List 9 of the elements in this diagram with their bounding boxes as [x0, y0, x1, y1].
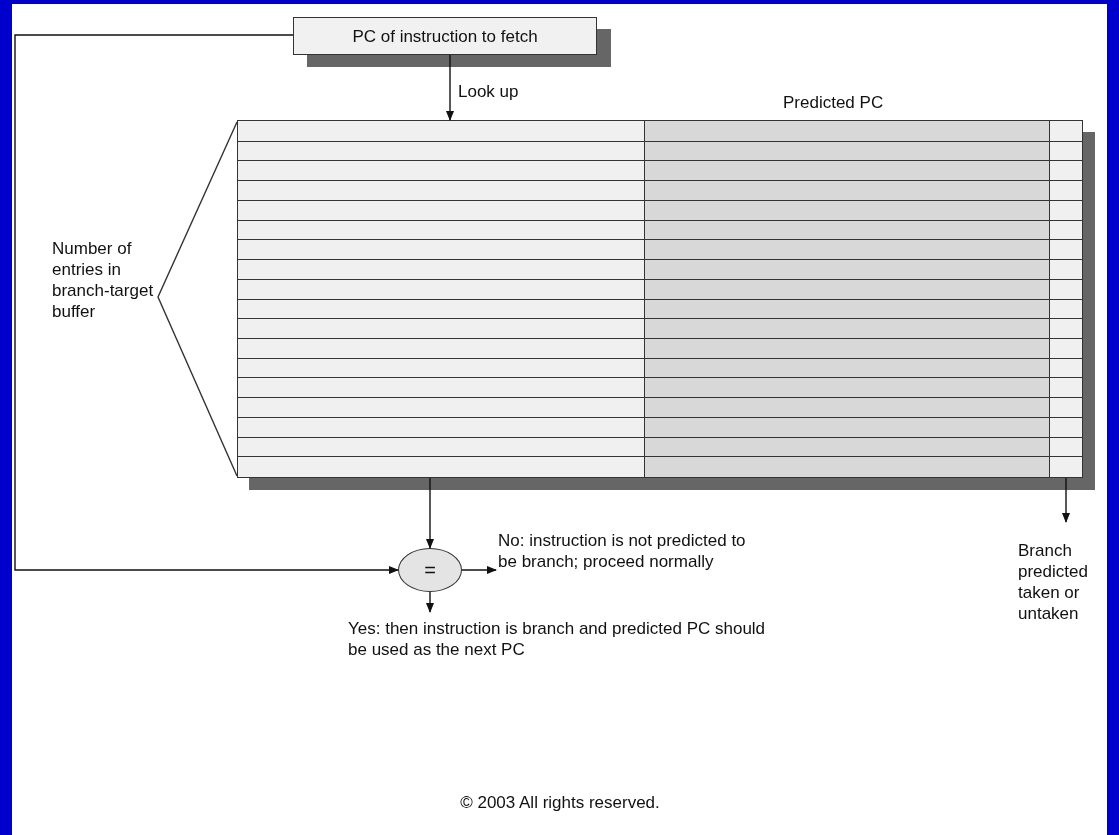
annotation-text: Yes: then instruction is branch and predicted PC should be used as the next PC — [348, 618, 768, 662]
box-label: PC of instruction to fetch — [352, 25, 538, 47]
annotation-text: Number of entries in branch-target buffer — [52, 238, 155, 322]
process-box — [293, 17, 597, 55]
copyright-notice: © 2003 All rights reserved. — [459, 792, 661, 813]
annotation-text: Branch predicted taken or untaken — [1018, 540, 1113, 628]
column-header: Predicted PC — [783, 92, 885, 113]
branch-target-buffer-table — [237, 120, 1083, 478]
annotation-text: No: instruction is not predicted to be branch; proceed normally — [498, 530, 748, 596]
